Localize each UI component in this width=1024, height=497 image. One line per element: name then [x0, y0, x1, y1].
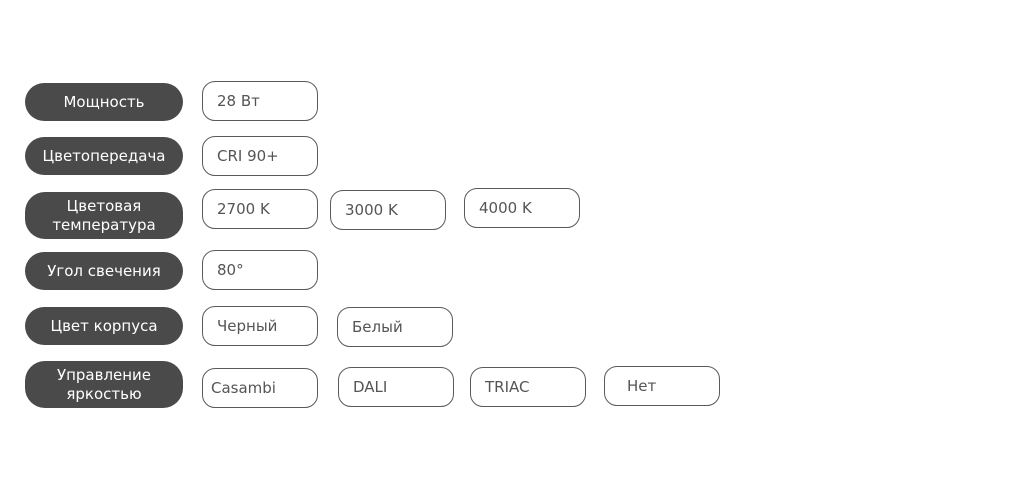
spec-label-dimming-control: Управление яркостью [25, 361, 183, 408]
spec-value-temp-4000: 4000 K [464, 188, 580, 228]
spec-value-color-black: Черный [202, 306, 318, 346]
spec-value-color-white: Белый [337, 307, 453, 347]
spec-value-temp-3000: 3000 K [330, 190, 446, 230]
spec-value-cri: CRI 90+ [202, 136, 318, 176]
spec-label-color-temperature: Цветовая температура [25, 192, 183, 239]
spec-value-dimming-casambi: Casambi [202, 368, 318, 408]
spec-value-temp-2700: 2700 K [202, 189, 318, 229]
spec-value-dimming-triac: TRIAC [470, 367, 586, 407]
spec-value-dimming-dali: DALI [338, 367, 454, 407]
spec-label-color-rendering: Цветопередача [25, 137, 183, 175]
spec-value-dimming-none: Нет [604, 366, 720, 406]
spec-label-body-color: Цвет корпуса [25, 307, 183, 345]
spec-label-power: Мощность [25, 83, 183, 121]
spec-value-beam-angle: 80° [202, 250, 318, 290]
spec-value-power: 28 Вт [202, 81, 318, 121]
spec-label-beam-angle: Угол свечения [25, 252, 183, 290]
